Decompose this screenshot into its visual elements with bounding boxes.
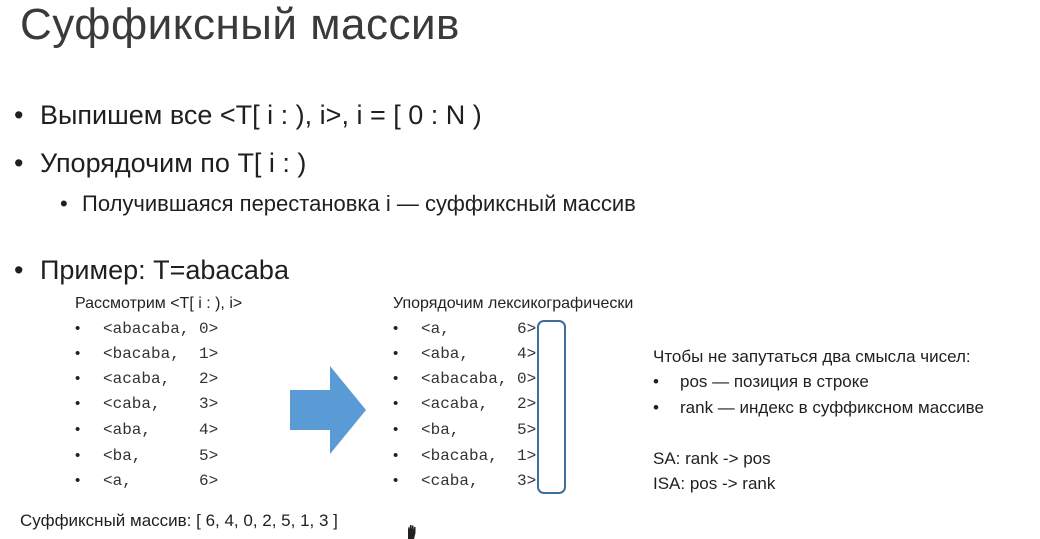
sub-bullet-permutation: • Получившаяся перестановка i — суффиксн… bbox=[60, 191, 636, 217]
left-list-caption: Рассмотрим <T[ i : ), i> bbox=[75, 295, 243, 312]
note-sa: SA: rank -> pos bbox=[653, 449, 771, 468]
bullet-dot: • bbox=[14, 148, 24, 178]
bullet-dot: • bbox=[60, 191, 68, 216]
rank-highlight-box bbox=[537, 320, 566, 494]
note-item-pos: •pos — позиция в строке bbox=[653, 372, 869, 391]
bullet-dot: • bbox=[14, 100, 24, 130]
note-heading: Чтобы не запутаться два смысла чисел: bbox=[653, 347, 971, 366]
bullet-text: Пример: T=abacaba bbox=[40, 255, 289, 285]
right-list-caption: Упорядочим лексикографически bbox=[393, 295, 634, 312]
hand-cursor-icon bbox=[408, 525, 416, 539]
bullet-dot: • bbox=[14, 255, 24, 285]
bullet-text: Получившаяся перестановка i — суффиксный… bbox=[82, 191, 636, 216]
note-item-rank: •rank — индекс в суффиксном массиве bbox=[653, 398, 984, 417]
bullet-text: Упорядочим по T[ i : ) bbox=[40, 148, 307, 178]
result-suffix-array: Суффиксный массив: [ 6, 4, 0, 2, 5, 1, 3… bbox=[20, 511, 338, 530]
bullet-text: Выпишем все <T[ i : ), i>, i = [ 0 : N ) bbox=[40, 100, 482, 130]
slide-title: Суффиксный массив bbox=[20, 0, 460, 49]
bullet-example: • Пример: T=abacaba bbox=[14, 255, 289, 286]
right-arrow-icon bbox=[290, 366, 366, 454]
note-isa: ISA: pos -> rank bbox=[653, 474, 776, 493]
bullet-sort: • Упорядочим по T[ i : ) bbox=[14, 148, 307, 179]
bullet-write-all: • Выпишем все <T[ i : ), i>, i = [ 0 : N… bbox=[14, 100, 482, 131]
